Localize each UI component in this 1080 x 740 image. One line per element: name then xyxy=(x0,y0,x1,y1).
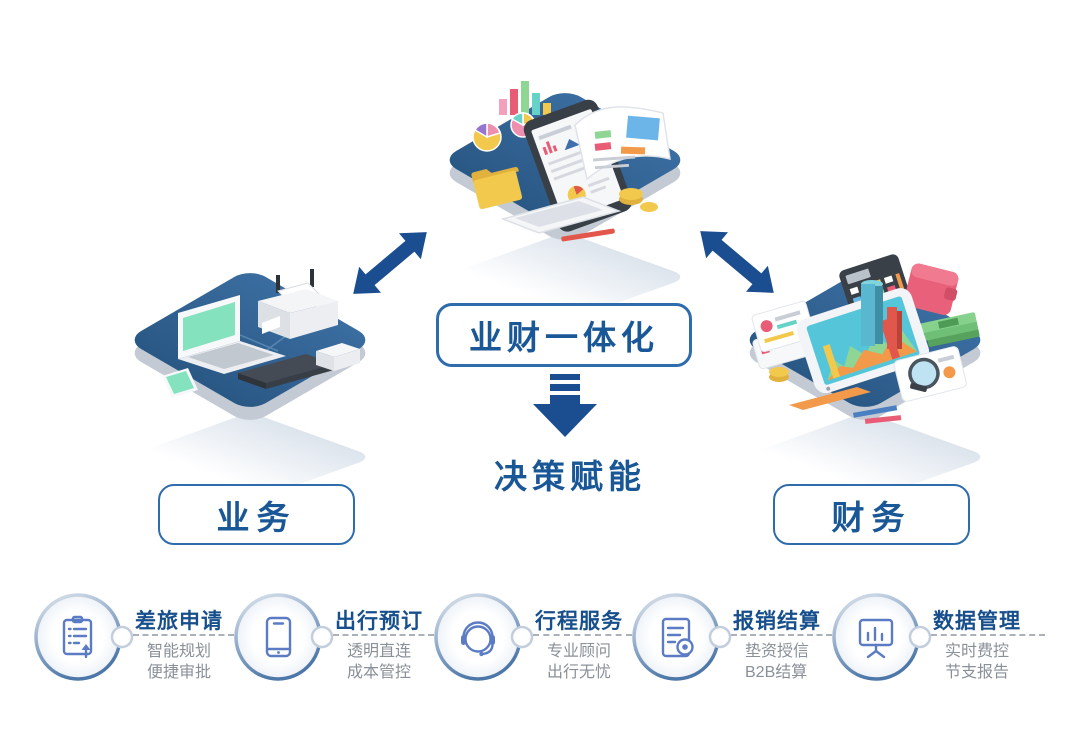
empowerment-label: 决策赋能 xyxy=(494,458,646,495)
step-subtitle-line: 节支报告 xyxy=(945,664,1010,681)
headset-service-icon xyxy=(461,621,495,657)
connector-dot xyxy=(708,625,732,649)
step-travel-booking: 出行预订 透明直连 成本管控 xyxy=(220,585,450,720)
coins-icon xyxy=(619,188,658,212)
left-double-arrow-icon xyxy=(353,232,427,294)
dashed-connector xyxy=(731,634,832,636)
step-title: 数据管理 xyxy=(933,610,1021,633)
step-subtitle-line: B2B结算 xyxy=(745,664,808,681)
down-arrow-icon xyxy=(533,374,597,437)
pencil-icon xyxy=(561,228,615,242)
finance-box: 财务 xyxy=(773,484,970,545)
keyboard-illustration xyxy=(500,196,622,234)
connector-dot xyxy=(908,625,932,649)
step-subtitle-line: 出行无忧 xyxy=(547,664,612,681)
business-label: 业务 xyxy=(216,498,297,536)
step-subtitle-line: 实时费控 xyxy=(945,643,1010,660)
step-subtitle: 智能规划 便捷审批 xyxy=(147,641,211,683)
step-title: 差旅申请 xyxy=(135,610,223,633)
step-subtitle-line: 便捷审批 xyxy=(147,664,212,681)
step-subtitle-line: 透明直连 xyxy=(347,643,412,660)
banknotes-icon xyxy=(920,312,980,347)
step-subtitle: 专业顾问 出行无忧 xyxy=(547,641,611,683)
magnifier-card-illustration xyxy=(893,346,967,402)
laptop-illustration xyxy=(178,295,286,374)
printer-illustration xyxy=(258,269,338,339)
finance-label: 财务 xyxy=(831,498,912,536)
step-subtitle-line: 垫资授信 xyxy=(745,643,810,660)
step-subtitle: 透明直连 成本管控 xyxy=(347,641,411,683)
step-data-management: 数据管理 实时费控 节支报告 xyxy=(818,585,1048,720)
platform-reflection xyxy=(749,415,981,499)
dashed-connector xyxy=(333,634,434,636)
keyboard-illustration xyxy=(238,354,334,389)
data-dashboard-icon xyxy=(858,618,894,659)
dashed-connector xyxy=(533,634,632,636)
connector-dot xyxy=(110,625,134,649)
right-double-arrow-icon xyxy=(700,231,774,293)
right-platform-illustration xyxy=(749,254,981,499)
connector-dot xyxy=(510,625,534,649)
ruler-pencils-icon xyxy=(789,387,902,424)
step-trip-service: 行程服务 专业顾问 出行无忧 xyxy=(420,585,650,720)
integration-box: 业财一体化 xyxy=(436,303,692,367)
column-bar-3d xyxy=(861,280,902,349)
step-title: 出行预订 xyxy=(335,610,423,633)
settlement-document-icon xyxy=(661,617,694,658)
integration-label: 业财一体化 xyxy=(469,319,659,356)
step-subtitle-line: 智能规划 xyxy=(147,643,212,660)
step-subtitle: 垫资授信 B2B结算 xyxy=(745,641,809,683)
connector-dot xyxy=(310,625,334,649)
step-subtitle: 实时费控 节支报告 xyxy=(945,641,1009,683)
coins-icon xyxy=(769,367,789,382)
pie-chart-icons xyxy=(472,112,536,152)
report-page-illustration xyxy=(574,106,671,181)
step-circle xyxy=(434,593,522,681)
folder-icon xyxy=(471,166,523,210)
step-subtitle-line: 成本管控 xyxy=(347,664,412,681)
router-box-illustration xyxy=(316,343,360,371)
step-circle xyxy=(632,593,720,681)
dashed-connector xyxy=(133,634,234,636)
dashed-connector xyxy=(931,634,1045,636)
smartphone-booking-icon xyxy=(265,616,292,658)
platform-reflection xyxy=(134,415,366,499)
top-platform-illustration xyxy=(449,81,681,319)
step-travel-request: 差旅申请 智能规划 便捷审批 xyxy=(20,585,250,720)
step-title: 行程服务 xyxy=(535,610,623,633)
report-cards-illustration xyxy=(751,300,816,370)
step-title: 报销结算 xyxy=(733,610,821,633)
step-reimbursement: 报销结算 垫资授信 B2B结算 xyxy=(618,585,848,720)
left-platform-illustration xyxy=(134,269,366,499)
phone-illustration xyxy=(162,368,198,398)
step-circle xyxy=(234,593,322,681)
platform-reflection xyxy=(449,235,681,319)
step-subtitle-line: 专业顾问 xyxy=(547,643,612,660)
bar-chart-illustration xyxy=(499,81,551,115)
business-box: 业务 xyxy=(158,484,355,545)
travel-request-clipboard-icon xyxy=(62,615,93,659)
wallet-icon xyxy=(904,263,959,315)
